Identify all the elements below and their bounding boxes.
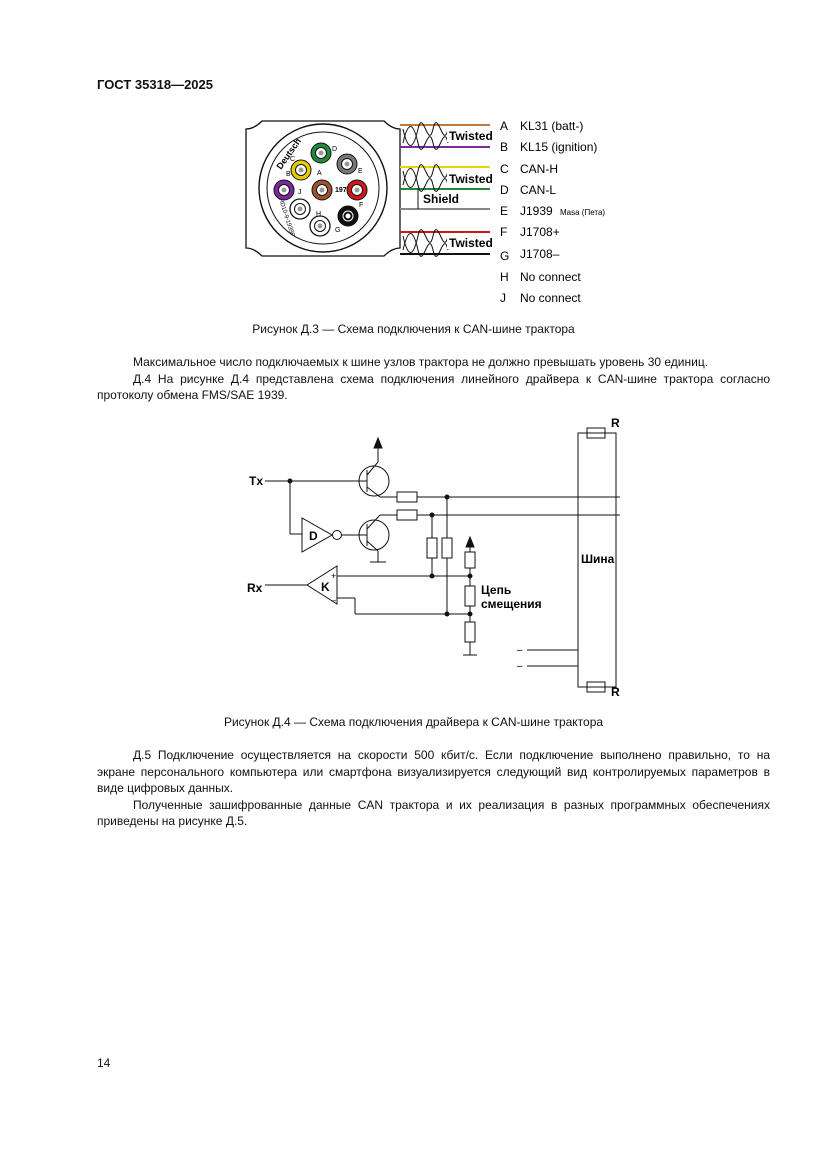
driver-label: D <box>309 529 318 543</box>
bias-label-line2: смещения <box>481 597 542 611</box>
connector-letter-g: G <box>335 227 340 234</box>
paragraph-block-2: Д.5 Подключение осуществляется на скорос… <box>97 747 770 830</box>
pin-name-b: KL15 (ignition) <box>520 140 597 154</box>
connector-letter-b: B <box>286 171 291 178</box>
pin-b-contact <box>273 179 295 201</box>
pin-name-j: No connect <box>520 291 581 305</box>
pin-name-f: J1708+ <box>520 225 560 239</box>
connector-letter-e: E <box>358 168 363 175</box>
bus-input-dash-2: – <box>517 661 523 672</box>
figure-d4-caption: Рисунок Д.4 — Схема подключения драйвера… <box>223 715 604 729</box>
twisted-label-cd: Twisted <box>449 172 493 186</box>
bias-label-line1: Цепь <box>481 583 511 597</box>
document-header: ГОСТ 35318—2025 <box>97 77 213 92</box>
figure-d3-caption: Рисунок Д.3 — Схема подключения к CAN-ши… <box>252 322 575 336</box>
paragraph-d5: Д.5 Подключение осуществляется на скорос… <box>97 748 770 795</box>
pin-j-contact <box>289 198 311 220</box>
pin-name-c: CAN-H <box>520 162 558 176</box>
pin-d-contact <box>310 142 332 164</box>
bus-label: Шина <box>581 552 615 566</box>
connector-letter-d: D <box>332 146 337 153</box>
shield-label: Shield <box>423 192 459 206</box>
pin-letter-d: D <box>500 183 509 197</box>
pin-letter-e: E <box>500 204 508 218</box>
pin-name-g: J1708– <box>520 247 560 261</box>
connector-code-text: 197 <box>335 187 347 194</box>
receiver-label: K <box>321 580 330 594</box>
connector-letter-j: J <box>298 189 302 196</box>
paragraph-block-1: Максимальное число подключаемых к шине у… <box>97 354 770 404</box>
receiver-minus: – <box>331 595 336 605</box>
resistor-top-label: R <box>611 416 620 430</box>
figure-d3-connector-diagram: Deutsch HD10-9-1939P 197 A B C D E F G H… <box>245 119 605 305</box>
pin-name-e-suffix: Masa (Пета) <box>560 208 605 217</box>
rx-label: Rx <box>247 581 263 595</box>
pin-f-contact <box>346 179 368 201</box>
bus-input-dash-1: – <box>517 645 523 656</box>
pin-name-e: J1939 <box>520 204 553 218</box>
connector-letter-c: C <box>290 156 295 163</box>
twisted-label-fg: Twisted <box>449 236 493 250</box>
pin-letter-b: B <box>500 140 508 154</box>
pin-h-contact <box>309 215 331 237</box>
connector-letter-h: H <box>316 211 321 218</box>
pin-a-contact <box>290 159 312 181</box>
twisted-label-ab: Twisted <box>449 129 493 143</box>
pin-letter-c: C <box>500 162 509 176</box>
resistor-bottom-label: R <box>611 685 620 699</box>
pin-letter-j: J <box>500 291 506 305</box>
tx-label: Tx <box>249 474 263 488</box>
paragraph-d4: Д.4 На рисунке Д.4 представлена схема по… <box>97 371 770 403</box>
page-number: 14 <box>97 1056 111 1070</box>
pin-name-d: CAN-L <box>520 183 556 197</box>
pin-e-contact <box>336 153 358 175</box>
pin-name-a: KL31 (batt-) <box>520 119 583 133</box>
receiver-plus: + <box>331 571 336 581</box>
twist-symbol-ab <box>402 126 449 150</box>
twist-symbol-fg <box>402 233 449 257</box>
paragraph-max-nodes: Максимальное число подключаемых к шине у… <box>133 355 709 369</box>
twist-symbol-cd <box>402 168 449 192</box>
connector-letter-a: A <box>317 170 322 177</box>
figure-d4-driver-circuit: Tx Rx D K + – Цепь смещения Шина R R – – <box>247 416 620 699</box>
pin-center-contact <box>311 179 333 201</box>
pin-name-h: No connect <box>520 270 581 284</box>
pin-g-contact <box>337 205 359 227</box>
connector-letter-f: F <box>359 202 363 209</box>
pin-table: A KL31 (batt-) B KL15 (ignition) C CAN-H… <box>500 119 605 305</box>
paragraph-encrypted-data: Полученные зашифрованные данные CAN трак… <box>97 797 770 829</box>
pin-letter-g: G <box>500 249 509 263</box>
pin-letter-f: F <box>500 225 507 239</box>
pin-letter-a: A <box>500 119 508 133</box>
pin-letter-h: H <box>500 270 509 284</box>
